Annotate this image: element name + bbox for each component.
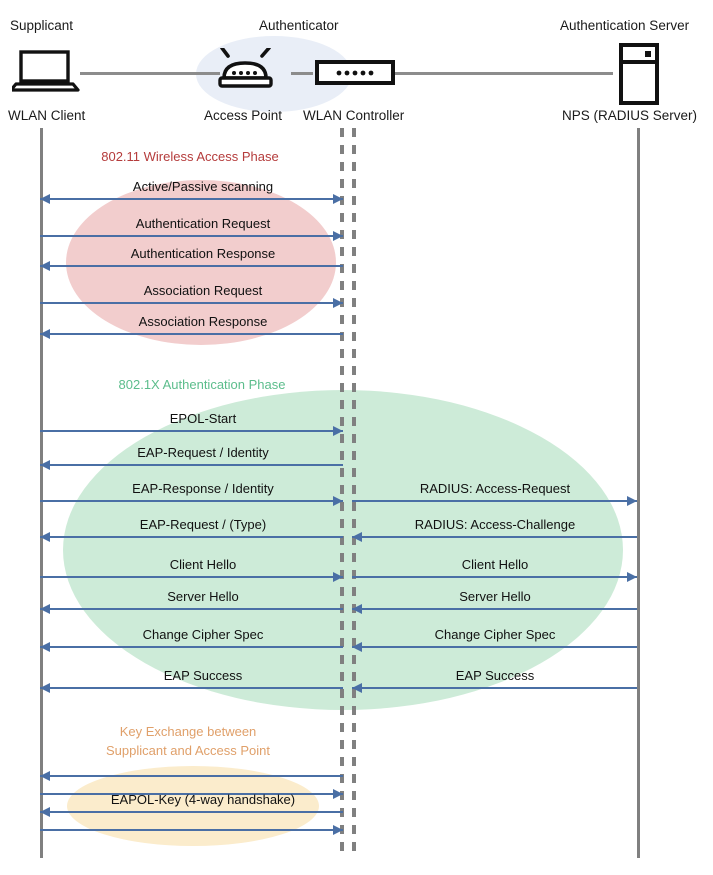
msg-server-hello-right-label: Server Hello <box>459 589 531 604</box>
msg-client-hello-right-line <box>352 576 637 578</box>
msg-eapol-start-arrowhead-right <box>333 426 343 436</box>
msg-eap-request-type-label: EAP-Request / (Type) <box>139 517 267 532</box>
msg-server-hello-left-label: Server Hello <box>167 589 239 604</box>
msg-eapol-key-1-arrowhead-left <box>40 771 50 781</box>
phase-caption-8021x: 802.1X Authentication Phase <box>118 377 286 392</box>
msg-eap-response-identity-label: EAP-Response / Identity <box>132 481 274 496</box>
msg-client-hello-right-label: Client Hello <box>461 557 529 572</box>
role-title-authenticator: Authenticator <box>259 18 339 33</box>
controller-icon <box>315 60 395 91</box>
msg-association-request-arrowhead-right <box>333 298 343 308</box>
msg-association-request-line <box>40 302 343 304</box>
msg-association-request-label: Association Request <box>143 283 263 298</box>
msg-client-hello-left-line <box>40 576 343 578</box>
msg-active-passive-scanning-arrowhead-right <box>333 194 343 204</box>
lifeline-supplicant <box>40 128 43 858</box>
msg-association-response-arrowhead-left <box>40 329 50 339</box>
msg-radius-access-request-label: RADIUS: Access-Request <box>419 481 571 496</box>
server-icon <box>619 43 659 110</box>
phase-blob-key-exchange <box>67 766 319 846</box>
msg-change-cipher-spec-left-arrowhead-left <box>40 642 50 652</box>
msg-eapol-key-3-label: EAPOL-Key (4-way handshake) <box>110 792 296 807</box>
msg-eapol-start-line <box>40 430 343 432</box>
msg-eap-request-type-line <box>40 536 343 538</box>
msg-client-hello-left-arrowhead-right <box>333 572 343 582</box>
msg-eapol-start-label: EPOL-Start <box>169 411 237 426</box>
msg-eapol-key-2-arrowhead-right <box>333 789 343 799</box>
msg-eap-request-identity-line <box>40 464 343 466</box>
wire-client-to-ap <box>80 72 220 75</box>
lifeline-access-point <box>340 128 344 858</box>
lifeline-radius-server <box>637 128 640 858</box>
wire-controller-to-server <box>395 72 613 75</box>
phase-caption-key-exchange: Key Exchange between Supplicant and Acce… <box>105 724 271 758</box>
msg-authentication-response-line <box>40 265 343 267</box>
msg-change-cipher-spec-right-arrowhead-left <box>352 642 362 652</box>
msg-change-cipher-spec-left-line <box>40 646 343 648</box>
msg-authentication-request-arrowhead-right <box>333 231 343 241</box>
msg-radius-access-challenge-line <box>352 536 637 538</box>
msg-eap-success-right-arrowhead-left <box>352 683 362 693</box>
msg-eap-request-type-arrowhead-left <box>40 532 50 542</box>
node-label-nps-radius: NPS (RADIUS Server) <box>562 108 698 123</box>
msg-change-cipher-spec-right-line <box>352 646 637 648</box>
msg-eapol-key-4-line <box>40 829 343 831</box>
msg-eap-success-right-label: EAP Success <box>455 668 535 683</box>
msg-authentication-response-arrowhead-left <box>40 261 50 271</box>
msg-active-passive-scanning-line <box>40 198 343 200</box>
msg-server-hello-right-line <box>352 608 637 610</box>
msg-radius-access-challenge-arrowhead-left <box>352 532 362 542</box>
laptop-icon <box>9 50 80 97</box>
node-label-wlan-controller: WLAN Controller <box>303 108 405 123</box>
msg-radius-access-request-line <box>352 500 637 502</box>
wire-ap-to-controller <box>291 72 313 75</box>
msg-authentication-response-label: Authentication Response <box>130 246 276 261</box>
msg-eapol-key-3-arrowhead-left <box>40 807 50 817</box>
msg-eap-response-identity-line <box>40 500 343 502</box>
msg-eap-success-right-line <box>352 687 637 689</box>
msg-server-hello-left-arrowhead-left <box>40 604 50 614</box>
msg-change-cipher-spec-left-label: Change Cipher Spec <box>142 627 264 642</box>
msg-eapol-key-1-line <box>40 775 343 777</box>
msg-radius-access-challenge-label: RADIUS: Access-Challenge <box>414 517 576 532</box>
msg-change-cipher-spec-right-label: Change Cipher Spec <box>434 627 556 642</box>
lifeline-wlan-controller <box>352 128 356 858</box>
msg-eap-success-left-line <box>40 687 343 689</box>
msg-eapol-key-2-line <box>40 793 343 795</box>
msg-association-response-label: Association Response <box>138 314 268 329</box>
msg-eap-success-left-arrowhead-left <box>40 683 50 693</box>
role-title-supplicant: Supplicant <box>10 18 74 33</box>
msg-eapol-key-4-arrowhead-right <box>333 825 343 835</box>
msg-client-hello-left-label: Client Hello <box>169 557 237 572</box>
msg-authentication-request-label: Authentication Request <box>135 216 271 231</box>
msg-radius-access-request-arrowhead-right <box>627 496 637 506</box>
msg-server-hello-right-arrowhead-left <box>352 604 362 614</box>
msg-eap-success-left-label: EAP Success <box>163 668 243 683</box>
msg-association-response-line <box>40 333 343 335</box>
msg-eap-response-identity-arrowhead-right <box>333 496 343 506</box>
node-label-access-point: Access Point <box>204 108 283 123</box>
msg-authentication-request-line <box>40 235 343 237</box>
phase-blob-80211 <box>66 180 336 345</box>
msg-server-hello-left-line <box>40 608 343 610</box>
msg-eap-request-identity-label: EAP-Request / Identity <box>137 445 269 460</box>
node-label-wlan-client: WLAN Client <box>8 108 86 123</box>
access-point-icon <box>216 46 276 97</box>
msg-eap-request-identity-arrowhead-left <box>40 460 50 470</box>
msg-eapol-key-3-line <box>40 811 343 813</box>
msg-client-hello-right-arrowhead-right <box>627 572 637 582</box>
role-title-authentication-server: Authentication Server <box>560 18 690 33</box>
phase-caption-80211: 802.11 Wireless Access Phase <box>101 149 279 164</box>
msg-active-passive-scanning-arrowhead-left <box>40 194 50 204</box>
msg-active-passive-scanning-label: Active/Passive scanning <box>132 179 274 194</box>
